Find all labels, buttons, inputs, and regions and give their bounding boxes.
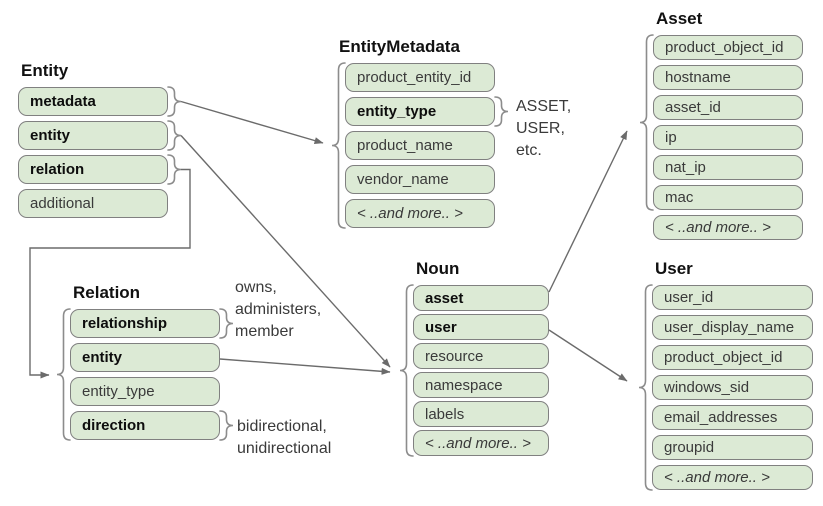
noun-table: Noun asset user resource namespace label… bbox=[413, 258, 549, 459]
noun-field-and-more: < ..and more.. > bbox=[413, 430, 549, 456]
relation-title: Relation bbox=[73, 283, 141, 302]
entitymetadata-field-and-more: < ..and more.. > bbox=[345, 199, 495, 228]
direction-right-brace bbox=[219, 410, 234, 441]
relation-field-relationship: relationship bbox=[70, 309, 220, 338]
entity-type-values-annotation: ASSET, USER, etc. bbox=[516, 96, 571, 162]
asset-field-and-more: < ..and more.. > bbox=[653, 215, 803, 240]
user-left-brace bbox=[638, 284, 653, 491]
relation-table: Relation relationship entity entity_type… bbox=[70, 282, 220, 445]
entity-type-right-brace bbox=[494, 96, 509, 127]
annotation-line: USER, bbox=[516, 120, 565, 137]
entitymetadata-field-product-entity-id: product_entity_id bbox=[345, 63, 495, 92]
asset-field-mac: mac bbox=[653, 185, 803, 210]
noun-field-resource: resource bbox=[413, 343, 549, 369]
user-field-windows-sid: windows_sid bbox=[652, 375, 813, 400]
noun-title: Noun bbox=[416, 259, 460, 278]
noun-left-brace bbox=[399, 284, 414, 457]
asset-field-nat-ip: nat_ip bbox=[653, 155, 803, 180]
noun-field-user: user bbox=[413, 314, 549, 340]
annotation-line: unidirectional bbox=[237, 440, 332, 457]
user-table: User user_id user_display_name product_o… bbox=[652, 258, 813, 495]
asset-table: Asset product_object_id hostname asset_i… bbox=[653, 8, 803, 245]
connector-noun-user-to-user bbox=[548, 329, 628, 382]
entitymetadata-title: EntityMetadata bbox=[339, 37, 460, 56]
connector-relation-entity-to-noun bbox=[219, 358, 391, 375]
asset-field-asset-id: asset_id bbox=[653, 95, 803, 120]
annotation-line: member bbox=[235, 323, 294, 340]
annotation-line: owns, bbox=[235, 279, 277, 296]
entity-field-additional: additional bbox=[18, 189, 168, 218]
user-field-product-object-id: product_object_id bbox=[652, 345, 813, 370]
asset-title: Asset bbox=[656, 9, 703, 28]
connector-metadata-to-entitymetadata bbox=[180, 100, 324, 144]
entitymetadata-field-product-name: product_name bbox=[345, 131, 495, 160]
entity-field-entity: entity bbox=[18, 121, 168, 150]
user-field-and-more: < ..and more.. > bbox=[652, 465, 813, 490]
entity-relation-right-brace bbox=[167, 154, 182, 185]
user-field-email-addresses: email_addresses bbox=[652, 405, 813, 430]
noun-field-labels: labels bbox=[413, 401, 549, 427]
asset-field-product-object-id: product_object_id bbox=[653, 35, 803, 60]
relationship-values-annotation: owns, administers, member bbox=[235, 277, 321, 343]
entitymetadata-field-vendor-name: vendor_name bbox=[345, 165, 495, 194]
annotation-line: bidirectional, bbox=[237, 418, 327, 435]
entity-metadata-right-brace bbox=[167, 86, 182, 117]
entity-field-metadata: metadata bbox=[18, 87, 168, 116]
relationship-right-brace bbox=[219, 308, 234, 339]
asset-left-brace bbox=[639, 34, 654, 211]
user-field-user-id: user_id bbox=[652, 285, 813, 310]
user-title: User bbox=[655, 259, 693, 278]
annotation-line: administers, bbox=[235, 301, 322, 318]
relation-left-brace bbox=[56, 308, 71, 441]
relation-field-entity: entity bbox=[70, 343, 220, 372]
annotation-line: etc. bbox=[516, 142, 542, 159]
entitymetadata-field-entity-type: entity_type bbox=[345, 97, 495, 126]
direction-values-annotation: bidirectional, unidirectional bbox=[237, 416, 331, 460]
asset-field-hostname: hostname bbox=[653, 65, 803, 90]
entity-entity-right-brace bbox=[167, 120, 182, 151]
annotation-line: ASSET, bbox=[516, 98, 572, 115]
entity-title: Entity bbox=[21, 61, 69, 80]
entitymetadata-table: EntityMetadata product_entity_id entity_… bbox=[339, 36, 495, 233]
relation-field-entity-type: entity_type bbox=[70, 377, 220, 406]
user-field-groupid: groupid bbox=[652, 435, 813, 460]
relation-field-direction: direction bbox=[70, 411, 220, 440]
noun-field-asset: asset bbox=[413, 285, 549, 311]
user-field-user-display-name: user_display_name bbox=[652, 315, 813, 340]
entitymetadata-left-brace bbox=[331, 62, 346, 229]
entity-table: Entity metadata entity relation addition… bbox=[18, 60, 168, 223]
asset-field-ip: ip bbox=[653, 125, 803, 150]
entity-field-relation: relation bbox=[18, 155, 168, 184]
noun-field-namespace: namespace bbox=[413, 372, 549, 398]
